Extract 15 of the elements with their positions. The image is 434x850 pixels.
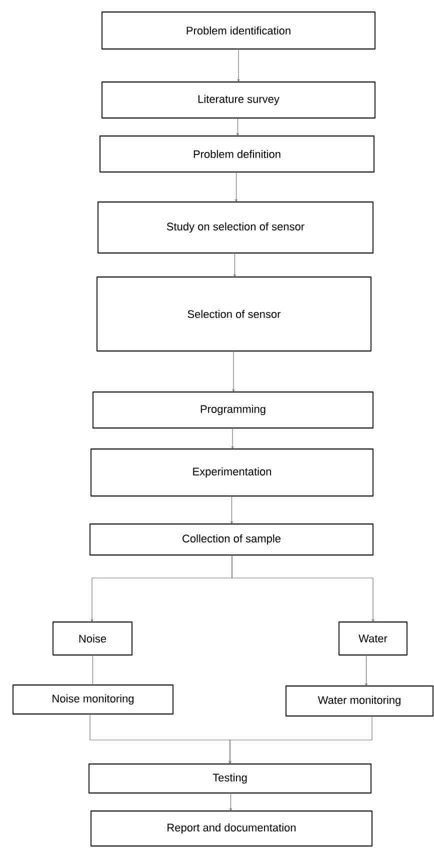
process-box: Programming [92, 392, 374, 428]
process-box: Experimentation [90, 448, 374, 496]
process-box: Noise [52, 622, 132, 656]
process-box: Testing [88, 764, 372, 794]
process-box: Literature survey [102, 82, 376, 118]
process-box: Noise monitoring [12, 684, 174, 714]
process-box: Water monitoring [286, 686, 434, 716]
process-box: Selection of sensor [96, 276, 372, 352]
process-box: Collection of sample [90, 524, 374, 556]
process-box: Problem definition [100, 136, 374, 172]
arrow [232, 554, 375, 622]
process-box: Report and documentation [90, 810, 372, 846]
process-box: Water [338, 622, 408, 656]
process-box: Study on selection of sensor [98, 202, 374, 254]
process-box: Problem identification [102, 12, 376, 50]
